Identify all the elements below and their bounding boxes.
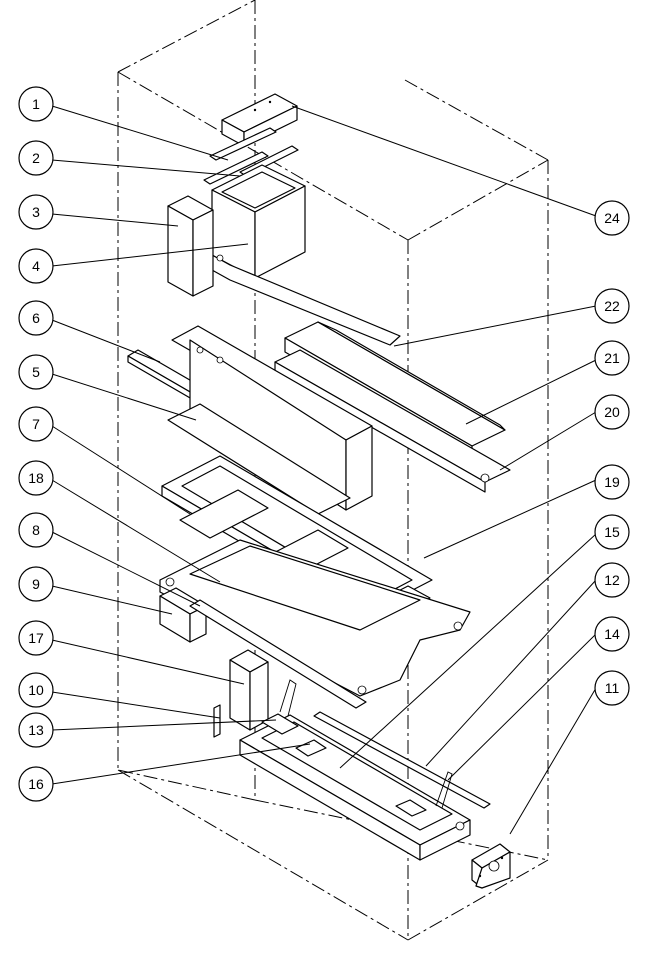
svg-text:12: 12: [604, 572, 620, 588]
callout-15: 15: [594, 514, 630, 550]
svg-text:3: 3: [32, 204, 40, 220]
callout-19: 19: [594, 464, 630, 500]
callout-6: 6: [18, 300, 54, 336]
svg-text:21: 21: [604, 350, 620, 366]
callout-9: 9: [18, 566, 54, 602]
svg-text:9: 9: [32, 576, 40, 592]
svg-text:4: 4: [32, 258, 40, 274]
svg-text:22: 22: [604, 298, 620, 314]
callout-1: 1: [18, 86, 54, 122]
svg-text:6: 6: [32, 310, 40, 326]
svg-text:11: 11: [605, 680, 620, 696]
callout-7: 7: [18, 406, 54, 442]
svg-text:10: 10: [28, 682, 44, 698]
svg-text:1: 1: [32, 96, 40, 112]
leader-lines-left: [51, 105, 311, 785]
part-8-rail: [189, 599, 367, 709]
part-4-upper-box: [211, 164, 401, 346]
callout-11: 11: [594, 670, 630, 706]
svg-text:2: 2: [32, 150, 40, 166]
svg-text:13: 13: [28, 722, 44, 738]
svg-text:5: 5: [32, 364, 40, 380]
svg-text:14: 14: [604, 626, 620, 642]
part-18-tray: [159, 539, 471, 697]
leader-lines-right: [291, 105, 597, 835]
callout-22: 22: [594, 288, 630, 324]
callouts-right: 24 22 21 20 19 15 12 14 11: [594, 200, 630, 706]
svg-text:16: 16: [28, 776, 44, 792]
callout-13: 13: [18, 712, 54, 748]
part-12-strip: [313, 711, 491, 809]
svg-text:18: 18: [28, 470, 44, 486]
part-13-bracket: [261, 679, 299, 735]
callout-3: 3: [18, 194, 54, 230]
svg-text:20: 20: [604, 404, 620, 420]
part-1-strip: [203, 127, 277, 185]
svg-text:19: 19: [604, 474, 620, 490]
svg-text:17: 17: [28, 630, 44, 646]
callout-18: 18: [18, 460, 54, 496]
part-9-bracket: [159, 587, 207, 643]
part-5-back-panel: [167, 325, 373, 515]
svg-text:24: 24: [604, 210, 620, 226]
callout-8: 8: [18, 512, 54, 548]
part-20-base-channel: [274, 349, 511, 493]
callout-17: 17: [18, 620, 54, 656]
callout-21: 21: [594, 340, 630, 376]
callout-20: 20: [594, 394, 630, 430]
part-3-side-panel: [167, 195, 214, 297]
svg-text:7: 7: [32, 416, 40, 432]
part-17-upright: [213, 649, 269, 738]
svg-text:15: 15: [604, 524, 620, 540]
part-16-clip: [295, 739, 327, 757]
part-11-plate: [471, 843, 511, 889]
callout-14: 14: [594, 616, 630, 652]
callout-2: 2: [18, 140, 54, 176]
part-14-arm: [395, 771, 453, 817]
callout-12: 12: [594, 562, 630, 598]
callouts-left: 1 2 3 4 6 5 7 18 8 9 17 10 13 16: [18, 86, 54, 802]
callout-24: 24: [594, 200, 630, 236]
callout-10: 10: [18, 672, 54, 708]
callout-5: 5: [18, 354, 54, 390]
callout-16: 16: [18, 766, 54, 802]
callout-4: 4: [18, 248, 54, 284]
svg-text:8: 8: [32, 522, 40, 538]
